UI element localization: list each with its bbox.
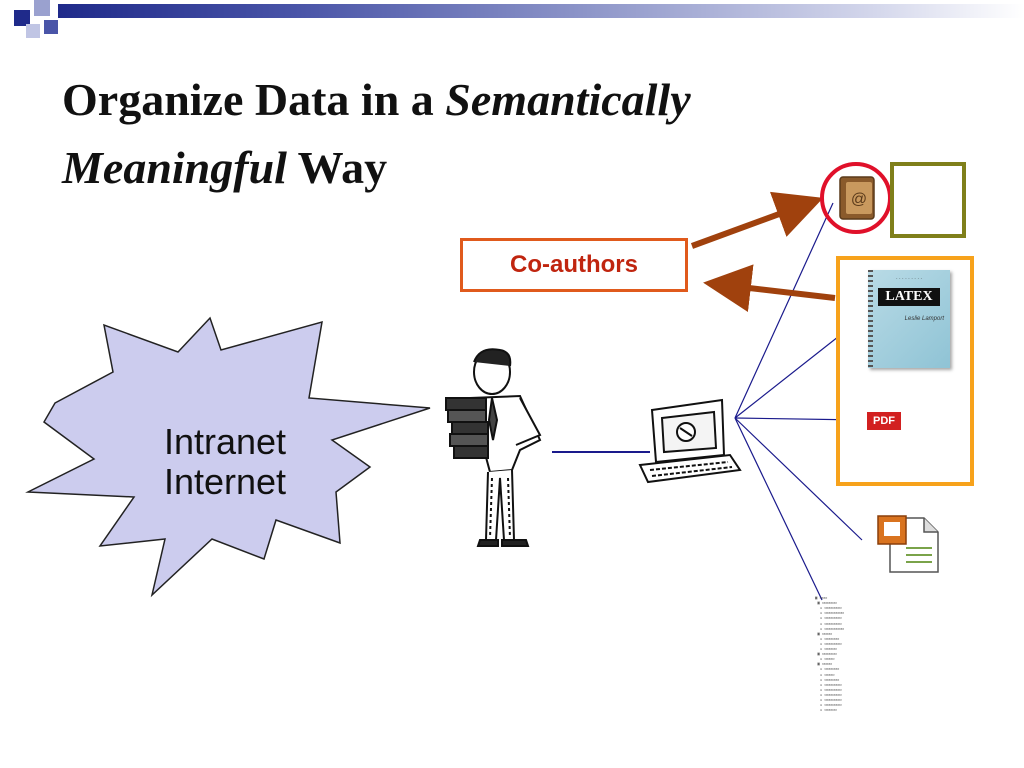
header-square-dark [44,20,58,34]
network-label: Intranet Internet [100,422,350,502]
title-text: Organize Data in a [62,74,446,125]
title-italic-text: Semantically [445,74,691,125]
arrow-to-coauthors [703,264,836,313]
title-italic-text: Meaningful [62,142,287,193]
network-starburst [25,316,431,598]
pdf-badge: PDF [867,412,901,430]
svg-text:@: @ [851,191,867,208]
presentation-document-icon [877,515,939,573]
latex-book-icon: · · · · · · · · · LATEX Leslie Lamport [868,270,950,368]
network-label-line: Intranet [163,421,287,462]
latex-logo: LATEX [878,288,940,306]
person-with-books-icon [445,348,542,547]
title-text: Way [286,142,388,193]
header-square-light [26,24,40,38]
computer-icon [638,398,742,484]
header-square-light [34,0,50,16]
network-label-line: Internet [163,461,287,502]
file-tree-thumbnail: ▣ ▭▭▭ ▣ ▭▭▭▭▭▭ ▫ ▭▭▭▭▭▭▭ ▫ ▭▭▭▭▭▭▭▭ ▫ ▭▭… [815,595,844,713]
coauthors-label: Co-authors [460,238,688,292]
arrow-to-address-book [690,191,824,249]
header-square-dark [14,10,30,26]
book-spiral [868,270,873,368]
header-bar [58,4,1024,18]
address-book-icon: @ [839,176,875,220]
book-author: Leslie Lamport [904,316,944,322]
book-cover-text: · · · · · · · · · [895,276,923,282]
outlook-frame [890,162,966,238]
